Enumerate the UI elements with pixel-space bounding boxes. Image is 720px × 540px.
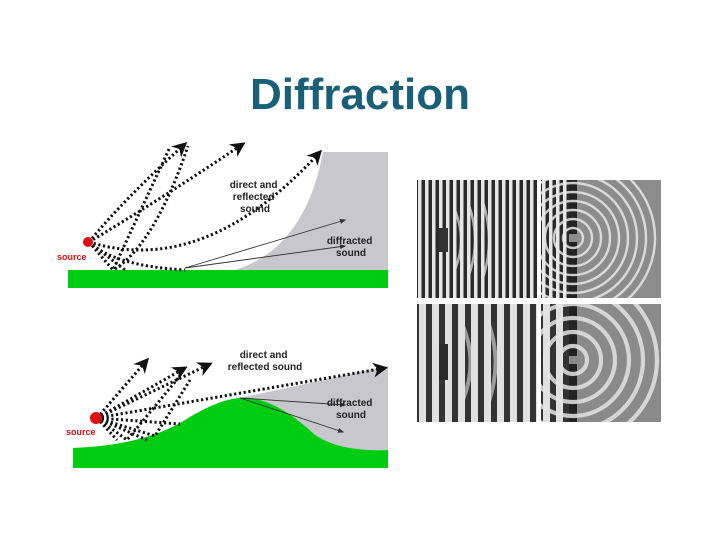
reflected-ray-3	[96, 416, 181, 426]
direct-reflected-label: direct and reflected sound	[230, 180, 281, 215]
diffracted-ray-1	[184, 219, 347, 269]
plane-wave-slit-photo	[541, 180, 661, 298]
diffracted-label: diffracted sound	[327, 236, 375, 259]
bottom-diffraction-diagram: source direct and reflected sound diffra…	[66, 350, 388, 468]
direct-ray-1	[87, 141, 188, 243]
reflected-ray-3	[87, 240, 186, 272]
reflected-ray-2	[96, 379, 192, 438]
direct-ray-1	[95, 357, 149, 419]
diffracted-ray-2	[184, 244, 347, 269]
long-wave-wide-opening-photo	[417, 304, 537, 422]
plane-wave-wide-opening-photo	[417, 180, 537, 298]
direct-ray-3	[96, 362, 213, 420]
source-dot	[83, 237, 93, 247]
ripple-tank-photos	[415, 180, 663, 422]
direct-reflected-label: direct and reflected sound	[228, 350, 302, 373]
shadow-zone	[235, 152, 388, 270]
reflected-ray-1	[96, 375, 182, 443]
diffracted-label: diffracted sound	[327, 398, 375, 421]
hill	[73, 397, 388, 468]
diffracted-ray-1	[239, 397, 347, 408]
source-label: source	[57, 252, 87, 262]
ground	[68, 270, 388, 288]
direct-ray-3	[88, 149, 323, 252]
diffracted-ray-2	[239, 397, 345, 433]
source-dot	[90, 412, 102, 424]
slide-title: Diffraction	[250, 70, 470, 119]
source-label: source	[66, 427, 96, 437]
shadow-zone	[240, 366, 388, 450]
long-wave-slit-photo	[541, 304, 661, 422]
reflected-ray-4	[114, 145, 190, 271]
top-diffraction-diagram: source direct and reflected sound diffra…	[57, 141, 388, 288]
direct-ray-4	[96, 362, 388, 420]
